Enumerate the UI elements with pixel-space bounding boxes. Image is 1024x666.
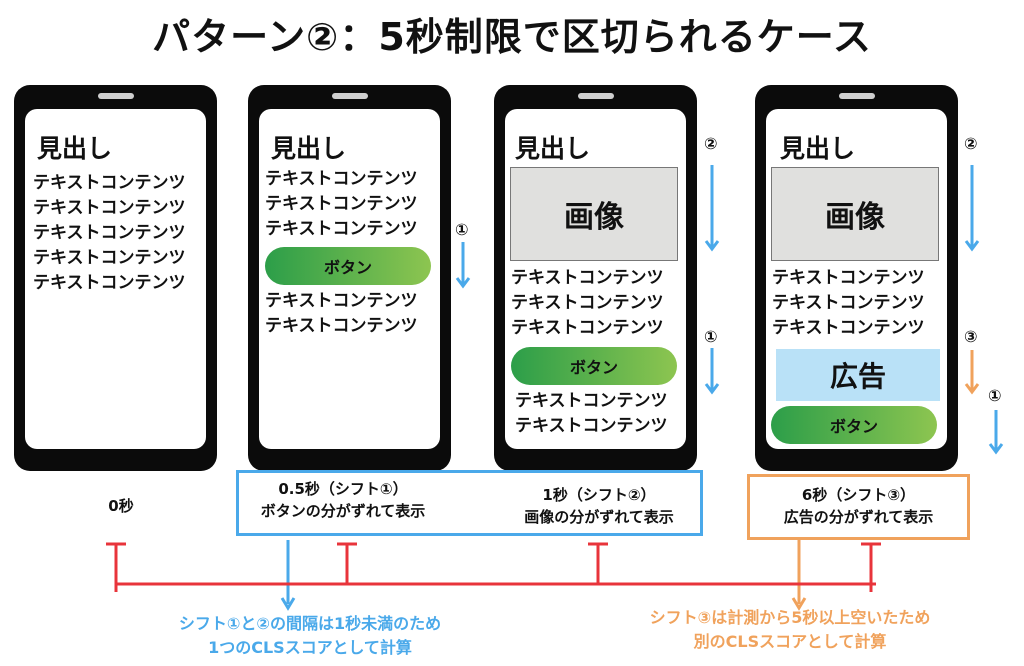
note-line: 1つのCLSスコアとして計算 [208,638,412,657]
blue-note: シフト①と②の間隔は1秒未満のため 1つのCLSスコアとして計算 [150,612,470,660]
shift1-arrow-icon [704,348,720,395]
phone-speaker [332,93,368,99]
shift1-marker: ① [455,220,469,239]
timeline [106,540,881,611]
note-line: 別のCLSスコアとして計算 [693,632,887,651]
heading-text: 見出し [780,134,856,163]
heading-text: 見出し [271,134,347,163]
text-line: テキストコンテンツ [33,198,186,218]
image-placeholder: 画像 [510,167,678,261]
text-line: テキストコンテンツ [511,318,664,338]
page-title: パターン②：5秒制限で区切られるケース [152,15,872,59]
caption-0-5s: 0.5秒（シフト①） ボタンの分がずれて表示 [238,478,448,522]
caption-line: 広告の分がずれて表示 [783,508,934,526]
shift2-marker: ② [704,134,718,153]
text-line: テキストコンテンツ [511,268,664,288]
text-line: テキストコンテンツ [265,194,418,214]
phone-screen: 見出し テキストコンテンツ テキストコンテンツ テキストコンテンツ テキストコン… [25,109,206,449]
text-line: テキストコンテンツ [772,293,925,313]
shift1-arrow-icon [455,242,471,289]
phone-screen: 見出し 画像 テキストコンテンツ テキストコンテンツ テキストコンテンツ ボタン… [505,109,686,449]
shift1-marker: ① [704,327,718,346]
text-line: テキストコンテンツ [33,273,186,293]
caption-line: 6秒（シフト③） [801,486,916,504]
text-block: テキストコンテンツ テキストコンテンツ [265,289,418,339]
phone-screen: 見出し テキストコンテンツ テキストコンテンツ テキストコンテンツ ボタン テキ… [259,109,440,449]
phone-speaker [578,93,614,99]
shift3-arrow-icon [964,350,980,395]
session-window-1 [236,470,703,536]
text-line: テキストコンテンツ [265,219,418,239]
text-block: テキストコンテンツ テキストコンテンツ [515,389,668,439]
caption-line: 1秒（シフト②） [542,486,656,504]
text-block: テキストコンテンツ テキストコンテンツ テキストコンテンツ [511,266,664,341]
phone-1s: 見出し 画像 テキストコンテンツ テキストコンテンツ テキストコンテンツ ボタン… [494,85,697,471]
text-line: テキストコンテンツ [265,316,418,336]
phone-0s: 見出し テキストコンテンツ テキストコンテンツ テキストコンテンツ テキストコン… [14,85,217,471]
shift2-marker: ② [964,134,978,153]
note-line: シフト③は計測から5秒以上空いたため [649,608,931,627]
heading-text: 見出し [515,134,591,163]
blue-connector-arrowhead [280,597,296,611]
phone-speaker [98,93,134,99]
shift1-marker: ① [988,386,1002,405]
text-line: テキストコンテンツ [265,291,418,311]
shift2-arrow-icon [964,165,980,252]
text-block: テキストコンテンツ テキストコンテンツ テキストコンテンツ [772,266,925,341]
phone-0-5s: 見出し テキストコンテンツ テキストコンテンツ テキストコンテンツ ボタン テキ… [248,85,451,471]
green-button: ボタン [265,247,431,285]
orange-connector-arrowhead [791,597,807,611]
ad-banner: 広告 [776,349,940,401]
caption-line: 画像の分がずれて表示 [524,508,674,526]
orange-note: シフト③は計測から5秒以上空いたため 別のCLSスコアとして計算 [620,606,960,654]
green-button: ボタン [511,347,677,385]
note-line: シフト①と②の間隔は1秒未満のため [178,614,442,633]
caption-1s: 1秒（シフト②） 画像の分がずれて表示 [494,484,704,528]
shift3-marker: ③ [964,327,978,346]
text-line: テキストコンテンツ [772,268,925,288]
caption-line: ボタンの分がずれて表示 [260,502,426,520]
phone-screen: 見出し 画像 テキストコンテンツ テキストコンテンツ テキストコンテンツ 広告 … [766,109,947,449]
text-line: テキストコンテンツ [511,293,664,313]
heading-text: 見出し [37,134,113,163]
shift2-arrow-icon [704,165,720,252]
text-line: テキストコンテンツ [515,416,668,436]
green-button: ボタン [771,406,937,444]
session-window-2 [747,474,970,540]
phone-speaker [839,93,875,99]
caption-6s: 6秒（シフト③） 広告の分がずれて表示 [747,484,970,528]
caption-0s: 0秒 [108,497,134,515]
text-block: テキストコンテンツ テキストコンテンツ テキストコンテンツ テキストコンテンツ … [33,171,186,296]
text-line: テキストコンテンツ [33,223,186,243]
caption-line: 0.5秒（シフト①） [278,480,408,498]
text-line: テキストコンテンツ [265,169,418,189]
text-line: テキストコンテンツ [33,173,186,193]
phone-6s: 見出し 画像 テキストコンテンツ テキストコンテンツ テキストコンテンツ 広告 … [755,85,958,471]
image-placeholder: 画像 [771,167,939,261]
text-line: テキストコンテンツ [33,248,186,268]
shift1-arrow-icon [988,410,1004,455]
text-block: テキストコンテンツ テキストコンテンツ テキストコンテンツ [265,167,418,242]
text-line: テキストコンテンツ [515,391,668,411]
text-line: テキストコンテンツ [772,318,925,338]
